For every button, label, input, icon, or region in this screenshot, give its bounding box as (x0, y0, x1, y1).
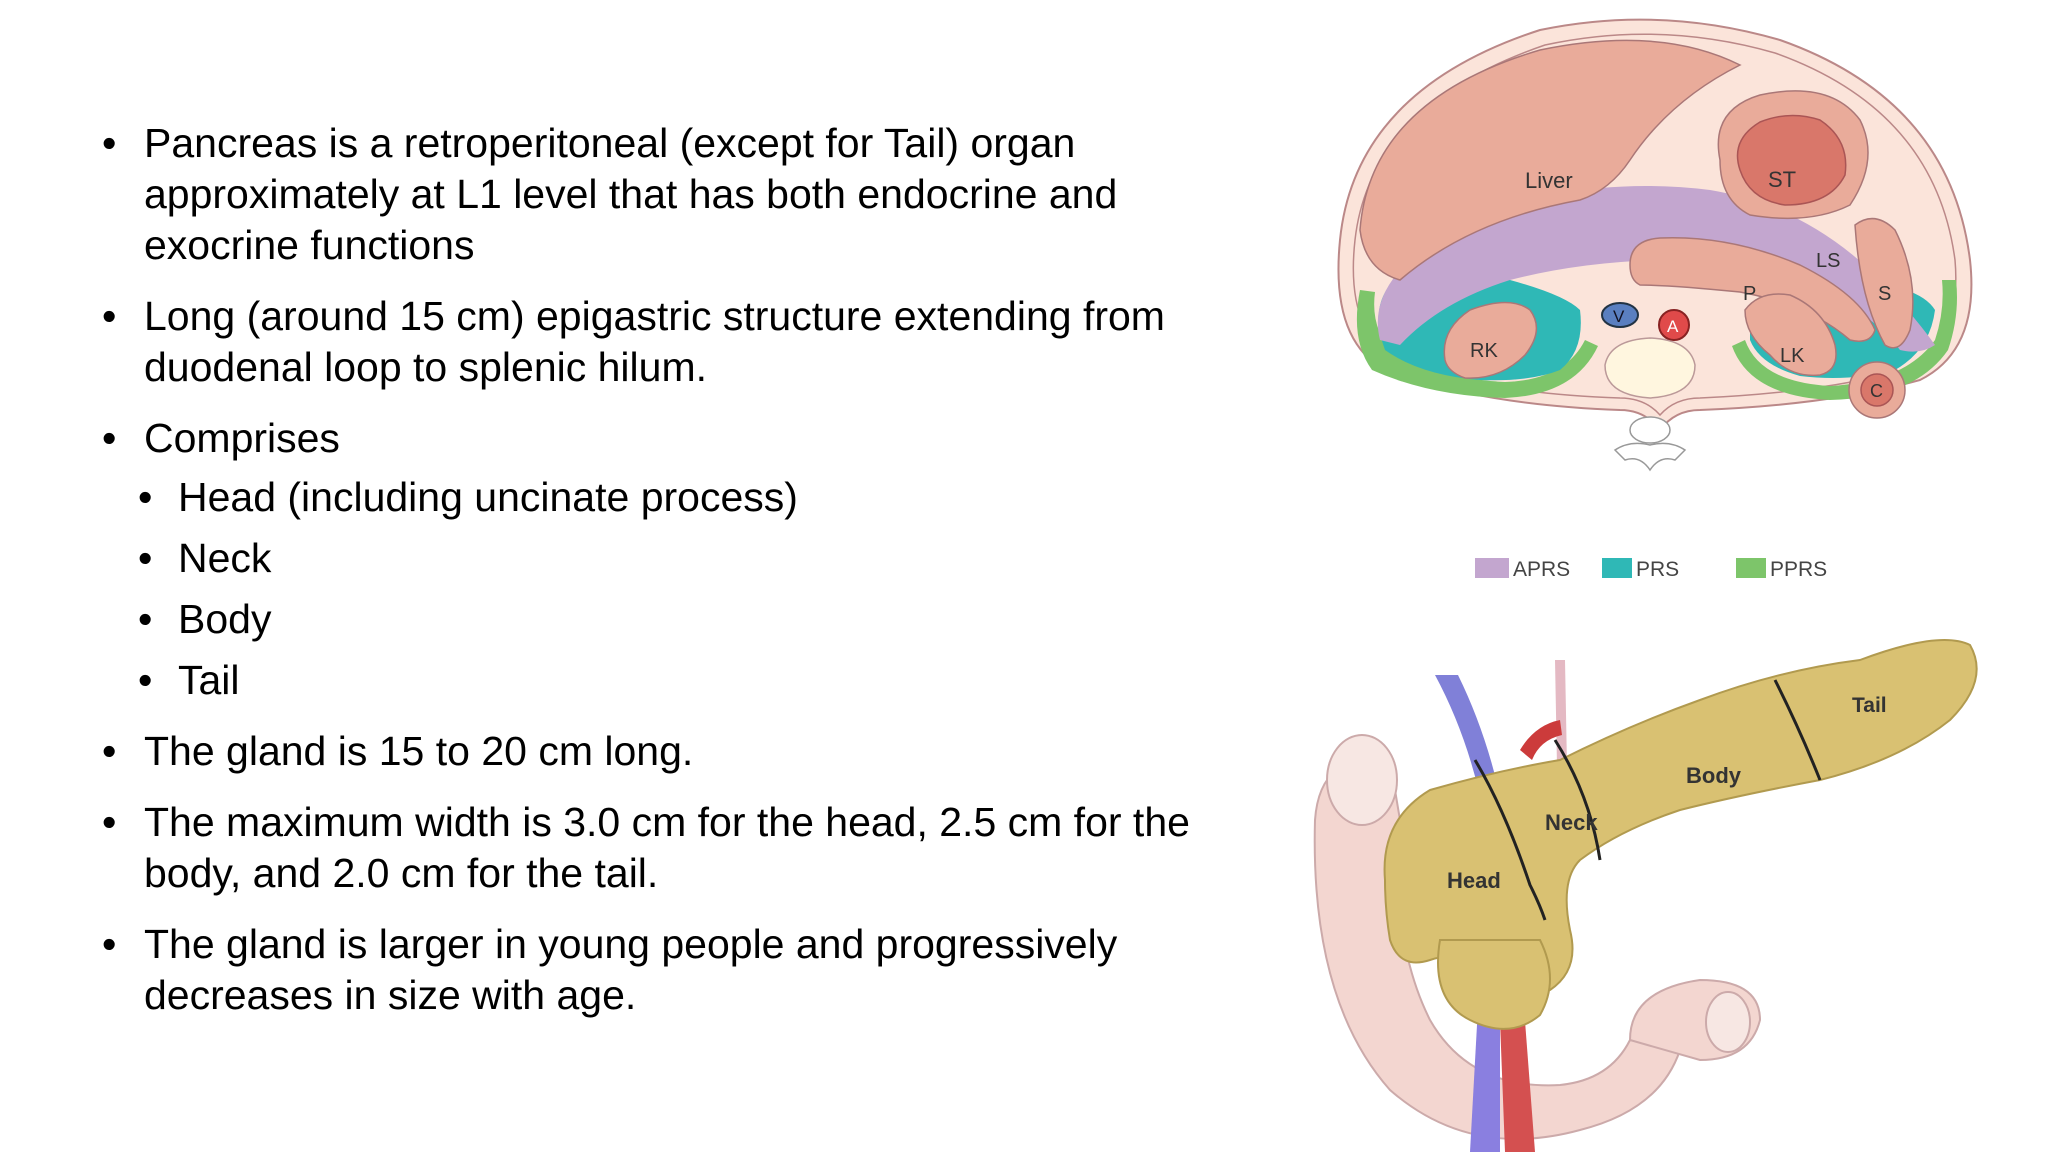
a-label: A (1667, 317, 1679, 336)
bullet-item: Long (around 15 cm) epigastric structure… (100, 291, 1280, 393)
body-tail-boundary (1773, 679, 1822, 781)
bullet-group: Comprises Head (including uncinate proce… (100, 413, 1280, 706)
right-kidney-shape (1443, 301, 1538, 379)
vein-shape (1601, 302, 1639, 328)
bullet-item: Comprises (100, 413, 1280, 464)
body-label: Body (1686, 763, 1742, 788)
tail-label: Tail (1852, 694, 1887, 717)
rk-label: RK (1470, 340, 1498, 362)
head-neck-boundary (1473, 759, 1547, 921)
uncinate-process (1437, 939, 1551, 1030)
liver-label: Liver (1525, 168, 1573, 193)
bullet-item: The gland is larger in young people and … (100, 919, 1280, 1021)
sub-bullet-item: Tail (100, 655, 1280, 706)
ls-label: LS (1816, 250, 1840, 272)
neck-label: Neck (1545, 810, 1598, 835)
cross-section-diagram: Liver ST LS S P V A RK LK C APRS (1337, 18, 1973, 581)
s-label: S (1878, 283, 1891, 305)
aprs-region (1377, 186, 1935, 352)
bullet-item: The maximum width is 3.0 cm for the head… (100, 797, 1280, 899)
sub-bullet-item: Neck (100, 533, 1280, 584)
lk-label: LK (1780, 345, 1805, 367)
bullet-item: The gland is 15 to 20 cm long. (100, 726, 1280, 777)
legend: APRS PRS PPRS (1475, 558, 1827, 581)
duodenum (1313, 757, 1682, 1140)
legend-swatch-aprs (1475, 558, 1509, 578)
duodenum-opening-right (1705, 991, 1751, 1053)
spinal-canal (1629, 416, 1671, 444)
v-label: V (1613, 307, 1625, 326)
colon-lumen (1860, 373, 1894, 407)
artery-shape (1658, 309, 1690, 341)
celiac-branch (1520, 720, 1562, 760)
st-label: ST (1768, 167, 1796, 192)
pprs-right-band (1732, 280, 1957, 400)
neck-body-boundary (1553, 739, 1602, 861)
legend-label-aprs: APRS (1513, 558, 1570, 581)
vertebra-body (1604, 337, 1696, 399)
p-label: P (1743, 283, 1756, 305)
sub-bullet-item: Body (100, 594, 1280, 645)
legend-swatch-pprs (1736, 558, 1766, 578)
c-label: C (1870, 381, 1883, 401)
bullet-item: Pancreas is a retroperitoneal (except fo… (100, 118, 1280, 271)
spleen-shape (1854, 217, 1914, 349)
legend-swatch-prs (1602, 558, 1632, 578)
bullet-list: Pancreas is a retroperitoneal (except fo… (100, 118, 1280, 1041)
legend-label-pprs: PPRS (1770, 558, 1827, 581)
sub-bullet-list: Head (including uncinate process) Neck B… (100, 472, 1280, 706)
pprs-left-band (1356, 290, 1598, 398)
stomach-lumen (1736, 114, 1847, 206)
sub-bullet-item: Head (including uncinate process) (100, 472, 1280, 523)
liver-shape (1359, 39, 1742, 281)
legend-label-prs: PRS (1636, 558, 1679, 581)
vertebral-arch (1613, 442, 1687, 472)
head-label: Head (1447, 868, 1501, 893)
pancreas-illustration: Head Neck Body Tail (1313, 639, 1978, 1152)
left-kidney-shape (1744, 293, 1837, 377)
duodenum-opening-left (1326, 734, 1398, 826)
